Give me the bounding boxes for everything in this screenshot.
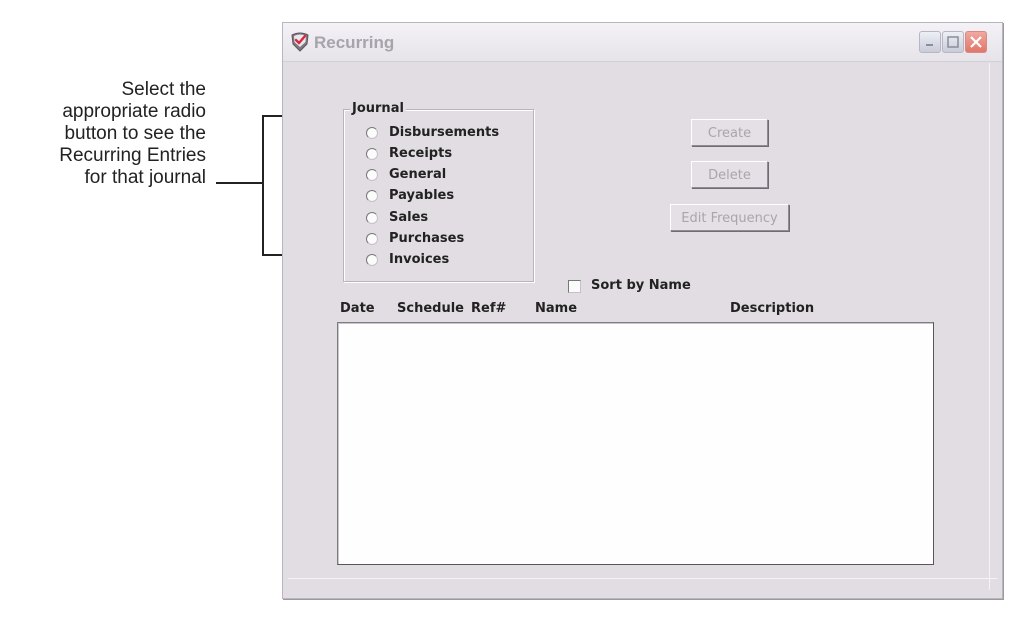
annotation-line: Select the	[121, 79, 207, 100]
radio-disbursements[interactable]: Disbursements	[366, 122, 499, 143]
radio-button[interactable]	[366, 168, 378, 181]
radio-purchases[interactable]: Purchases	[366, 228, 464, 249]
radio-button[interactable]	[366, 232, 378, 245]
column-header-schedule[interactable]: Schedule	[397, 301, 464, 316]
column-header-date[interactable]: Date	[340, 301, 375, 316]
window-right-edge	[989, 63, 990, 590]
recurring-window: Recurring Journal Disbursements Receipts…	[282, 22, 1003, 599]
sort-by-name-label[interactable]: Sort by Name	[591, 278, 691, 293]
delete-button[interactable]: Delete	[691, 161, 768, 188]
title-bar[interactable]: Recurring	[283, 23, 1002, 62]
radio-button[interactable]	[366, 253, 378, 266]
minimize-icon	[926, 44, 933, 46]
column-header-description[interactable]: Description	[730, 301, 815, 316]
radio-label: Sales	[389, 210, 429, 225]
radio-label: Disbursements	[389, 125, 500, 140]
annotation-line: appropriate radio	[62, 101, 206, 122]
annotation-line: Recurring Entries	[59, 145, 206, 166]
journal-groupbox: Journal Disbursements Receipts General P…	[343, 101, 534, 282]
close-button[interactable]	[965, 31, 987, 53]
radio-button[interactable]	[366, 189, 378, 202]
radio-label: Receipts	[389, 146, 453, 161]
radio-label: Payables	[389, 188, 455, 203]
radio-button[interactable]	[366, 147, 378, 160]
radio-button[interactable]	[366, 126, 378, 139]
recurring-entries-list[interactable]	[337, 322, 934, 565]
radio-label: Invoices	[389, 252, 450, 267]
maximize-icon	[947, 36, 959, 48]
annotation-callout: Select the appropriate radio button to s…	[0, 79, 206, 189]
radio-invoices[interactable]: Invoices	[366, 249, 449, 270]
minimize-button[interactable]	[919, 31, 941, 53]
radio-label: General	[389, 167, 447, 182]
pointer-line	[216, 182, 263, 184]
annotation-line: button to see the	[64, 123, 206, 144]
radio-button[interactable]	[366, 211, 378, 224]
window-inner-edge	[288, 578, 997, 579]
bracket-vertical	[262, 115, 264, 255]
create-button[interactable]: Create	[691, 119, 768, 146]
radio-payables[interactable]: Payables	[366, 185, 454, 206]
radio-general[interactable]: General	[366, 164, 446, 185]
close-icon	[970, 36, 982, 48]
radio-sales[interactable]: Sales	[366, 207, 428, 228]
radio-receipts[interactable]: Receipts	[366, 143, 452, 164]
radio-label: Purchases	[389, 231, 465, 246]
shield-check-icon	[290, 32, 310, 52]
column-header-ref[interactable]: Ref#	[471, 301, 507, 316]
sort-by-name-checkbox[interactable]	[568, 280, 581, 293]
journal-group-label: Journal	[350, 101, 406, 116]
annotation-line: for that journal	[84, 167, 206, 188]
edit-frequency-button[interactable]: Edit Frequency	[670, 204, 789, 231]
maximize-button[interactable]	[942, 31, 964, 53]
window-title: Recurring	[314, 33, 395, 52]
column-header-name[interactable]: Name	[535, 301, 578, 316]
